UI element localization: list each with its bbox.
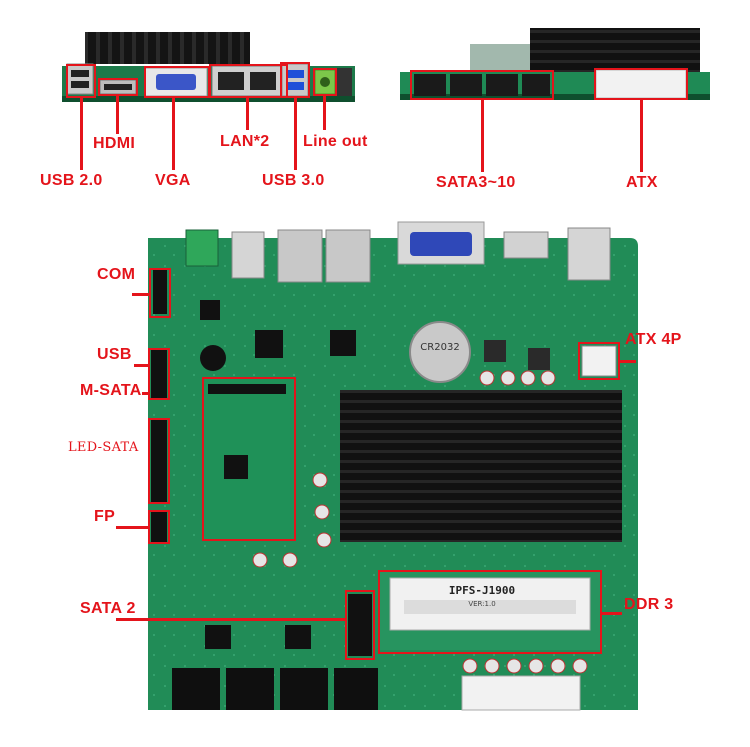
chip-4 <box>200 300 220 320</box>
atx-leader <box>640 100 643 172</box>
sata-conn-1 <box>414 74 446 96</box>
hdmi-highlight <box>98 78 138 96</box>
ddr3-leader <box>602 612 622 615</box>
usb-board <box>231 231 265 279</box>
label-ddr3: DDR 3 <box>624 596 674 613</box>
label-usb: USB <box>97 346 132 363</box>
bottom-sata-3 <box>280 668 328 710</box>
fp-leader <box>116 526 148 529</box>
label-atx: ATX <box>626 174 658 191</box>
label-lan: LAN*2 <box>220 133 270 150</box>
bottom-atx <box>461 675 581 711</box>
atx4p-leader <box>620 360 636 363</box>
cpu-heatsink <box>340 390 622 542</box>
sata2-highlight <box>345 590 375 660</box>
lan-highlight <box>209 64 288 98</box>
msata-slot-area <box>202 377 296 541</box>
bottom-sata-1 <box>172 668 220 710</box>
main-board: CR2032 IPFS-J1900 VER:1.0 <box>148 221 638 711</box>
usb-leader <box>134 364 148 367</box>
label-com: COM <box>97 266 136 283</box>
led-sata-header <box>151 420 167 502</box>
atx-highlight <box>594 68 688 100</box>
label-usb30: USB 3.0 <box>262 172 325 189</box>
ddr3-highlight <box>378 570 602 654</box>
version-text: VER:1.0 <box>468 600 495 608</box>
lineout-leader <box>323 96 326 130</box>
vga-highlight <box>144 66 210 98</box>
usb20-highlight <box>66 64 96 98</box>
usb20-leader <box>80 98 83 170</box>
hdmi-board <box>503 231 549 259</box>
battery-text: CR2032 <box>420 342 459 353</box>
label-led-sata: LED-SATA <box>68 440 139 455</box>
label-fp: FP <box>94 508 116 525</box>
label-sata2: SATA 2 <box>80 600 136 617</box>
com-highlight <box>149 268 171 318</box>
sata-conn-3 <box>486 74 518 96</box>
capacitors <box>252 370 588 674</box>
usb-stack-board <box>567 227 611 281</box>
lan-leader <box>246 98 249 130</box>
atx4p-connector <box>581 345 617 377</box>
label-vga: VGA <box>155 172 191 189</box>
model-text: IPFS-J1900 <box>449 584 515 597</box>
sata-leader <box>481 100 484 172</box>
usb-header <box>151 350 167 398</box>
sata-conn-2 <box>450 74 482 96</box>
inductor-1 <box>484 340 506 362</box>
label-usb20: USB 2.0 <box>40 172 103 189</box>
com-header <box>153 270 167 314</box>
vga-leader <box>172 98 175 170</box>
chip-2 <box>330 330 356 356</box>
chip-5 <box>205 625 231 649</box>
com-leader <box>132 293 149 296</box>
audio-jack-board <box>185 229 219 267</box>
msata-leader <box>142 392 148 395</box>
fp-highlight <box>148 510 170 544</box>
lineout-highlight <box>313 68 337 96</box>
rear-heatsink <box>85 32 250 64</box>
label-sata3-10: SATA3~10 <box>436 174 516 191</box>
chip-6 <box>285 625 311 649</box>
label-lineout: Line out <box>303 133 368 150</box>
inductor-2 <box>528 348 550 370</box>
fp-header <box>151 512 167 542</box>
atx4p-highlight <box>578 342 620 380</box>
sata-conn-4 <box>522 74 550 96</box>
label-hdmi: HDMI <box>93 135 136 152</box>
chip-1 <box>255 330 283 358</box>
label-atx4p: ATX 4P <box>625 331 682 348</box>
bottom-sata-2 <box>226 668 274 710</box>
lan-board-1 <box>277 229 323 283</box>
cmos-battery <box>409 321 471 383</box>
lan-board-2 <box>325 229 371 283</box>
sata2-leader <box>116 618 345 621</box>
usb-highlight <box>148 348 170 400</box>
side-view-photo <box>400 28 710 100</box>
buzzer <box>200 345 226 371</box>
sata-highlight <box>410 70 554 100</box>
hdmi-leader <box>116 96 119 134</box>
usb30-highlight <box>280 62 310 98</box>
led-sata-highlight <box>148 418 170 504</box>
sata2-connector <box>348 594 372 656</box>
label-msata: M-SATA <box>80 382 142 399</box>
bottom-sata-4 <box>334 668 378 710</box>
usb30-leader <box>294 98 297 170</box>
